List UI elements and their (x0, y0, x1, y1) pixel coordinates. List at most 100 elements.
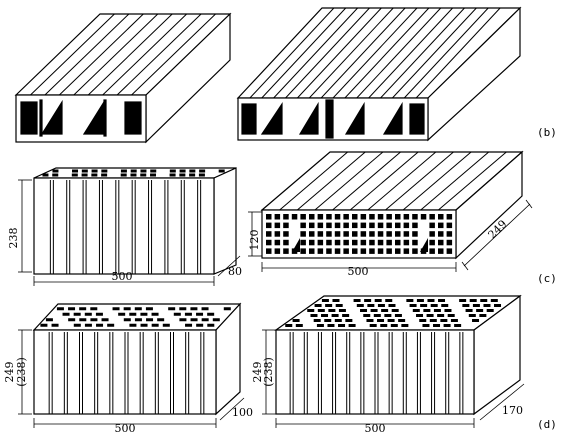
hole-cell (326, 214, 332, 220)
hole-cell (343, 248, 349, 254)
stripe-line (420, 151, 490, 211)
hole-cell (71, 173, 78, 177)
stripe-line (30, 13, 115, 96)
slab-c-right-holes (266, 214, 453, 254)
hole-cell (309, 248, 315, 254)
hole-cell (380, 324, 388, 327)
hole-cell (107, 323, 115, 327)
hole-cell (300, 231, 306, 237)
hole-cell (369, 324, 377, 327)
hole-cell (419, 319, 427, 322)
hole-cell (317, 248, 324, 254)
label-d: (d) (537, 418, 557, 431)
hole-cell (130, 173, 137, 177)
block-c-left-front (33, 177, 215, 275)
hole-cell (352, 248, 358, 254)
hole-cell (476, 309, 484, 312)
hole-cell (343, 214, 349, 220)
hole-cell (291, 214, 298, 220)
hole-cell (412, 248, 418, 254)
hole-cell (173, 312, 181, 316)
hole-cell (369, 231, 375, 237)
hole-cell (134, 318, 142, 322)
stripe-line (392, 7, 477, 99)
hole-cell (438, 231, 444, 237)
hole-cell (324, 319, 332, 322)
hole-cell (91, 169, 98, 173)
hole-cell (129, 312, 137, 316)
hole-cell (363, 314, 371, 317)
hole-cell (446, 231, 453, 237)
stripe-line (380, 7, 465, 99)
panel-b-right (236, 6, 522, 142)
dim-d-right-length: 500 (365, 422, 386, 435)
block-c-left-grooves (49, 180, 202, 274)
hole-cell (168, 307, 176, 311)
hole-cell (223, 307, 231, 311)
hole-cell (309, 214, 315, 220)
hole-cell (146, 318, 154, 322)
hole-cell (403, 214, 410, 220)
hole-cell (360, 239, 367, 246)
hole-cell (459, 299, 467, 302)
hole-cell (150, 169, 157, 173)
hole-cell (443, 324, 451, 327)
block-c-left (33, 167, 237, 275)
hole-cell (134, 307, 142, 311)
hole-cell (343, 222, 349, 229)
hole-cell (395, 248, 401, 254)
panel-b-right-cells (241, 99, 425, 139)
hole-cell (438, 239, 444, 246)
stripe-line (349, 151, 419, 211)
hole-cell (352, 239, 358, 246)
hole-cell (162, 323, 170, 327)
hole-cell (412, 309, 420, 312)
hole-cell (406, 299, 414, 302)
hole-cell (386, 214, 392, 220)
hole-cell (369, 239, 375, 246)
hole-cell (490, 299, 498, 302)
hole-cell (189, 173, 196, 177)
stripe-line (332, 7, 418, 99)
hole-cell (145, 307, 153, 311)
dim-d-right (262, 329, 525, 428)
hole-cell (447, 314, 455, 317)
hole-cell (438, 248, 444, 254)
hole-cell (274, 239, 281, 246)
hole-cell (342, 314, 350, 317)
hole-cell (429, 231, 435, 237)
block-c-left-side (213, 167, 237, 275)
hole-cell (334, 319, 342, 322)
hole-cell (416, 299, 424, 302)
hole-cell (433, 309, 441, 312)
hole-cell (90, 318, 98, 322)
stripe-line (58, 13, 144, 96)
hole-cell (446, 222, 453, 229)
hole-cell (494, 304, 502, 307)
hole-cell (377, 231, 384, 237)
hole-cell (201, 318, 209, 322)
hole-cell (427, 299, 435, 302)
dim-d-right-height-alt: (238) (262, 357, 275, 387)
hole-cell (398, 319, 406, 322)
slab-c-right-stripes (279, 151, 507, 211)
hole-cell (387, 319, 395, 322)
stripe-line (402, 151, 472, 211)
hole-cell (409, 304, 417, 307)
hole-cell (364, 299, 372, 302)
hole-cell (317, 239, 324, 246)
hole-cell (343, 239, 349, 246)
hole-cell (300, 239, 306, 246)
panel-b-left-cells (20, 99, 142, 137)
hole-cell (437, 314, 445, 317)
hole-cell (189, 169, 196, 173)
hole-cell (199, 169, 206, 173)
hole-cell (438, 299, 446, 302)
hole-cell (52, 173, 59, 177)
hole-cell (292, 319, 300, 322)
hole-cell (446, 214, 453, 220)
block-d-left-grooves (48, 332, 205, 414)
hole-cell (326, 222, 332, 229)
hole-cell (390, 324, 398, 327)
